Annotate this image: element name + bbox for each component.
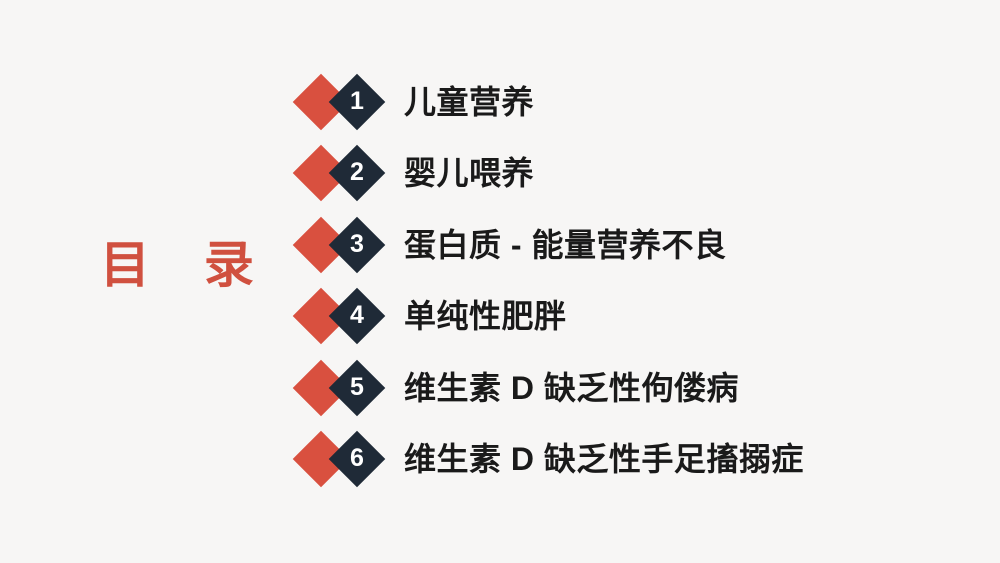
item-number: 3 (350, 229, 364, 258)
diamond-marker: 5 (292, 357, 392, 419)
item-number: 2 (350, 158, 364, 187)
list-item[interactable]: 2 婴儿喂养 (292, 138, 996, 210)
item-number: 1 (350, 86, 364, 115)
item-label: 蛋白质 - 能量营养不良 (404, 226, 727, 263)
item-label: 单纯性肥胖 (404, 298, 567, 335)
item-number: 4 (350, 301, 364, 330)
item-number: 5 (350, 372, 364, 401)
diamond-marker: 2 (292, 142, 392, 204)
page-title: 目 录 (100, 237, 274, 293)
diamond-marker: 3 (292, 214, 392, 276)
diamond-marker: 1 (292, 71, 392, 133)
list-item[interactable]: 1 儿童营养 (292, 66, 996, 138)
item-label: 儿童营养 (404, 83, 535, 120)
diamond-marker: 4 (292, 285, 392, 347)
item-label: 婴儿喂养 (404, 155, 535, 192)
item-number: 6 (350, 444, 364, 473)
item-label: 维生素 D 缺乏性佝偻病 (404, 369, 739, 406)
list-item[interactable]: 5 维生素 D 缺乏性佝偻病 (292, 352, 996, 424)
list-item[interactable]: 3 蛋白质 - 能量营养不良 (292, 209, 996, 281)
diamond-marker: 6 (292, 428, 392, 490)
list-item[interactable]: 4 单纯性肥胖 (292, 281, 996, 353)
table-of-contents-list: 1 儿童营养 2 婴儿喂养 3 蛋白质 - 能量营养不良 (292, 66, 996, 496)
list-item[interactable]: 6 维生素 D 缺乏性手足搐搦症 (292, 424, 996, 496)
item-label: 维生素 D 缺乏性手足搐搦症 (404, 441, 804, 478)
